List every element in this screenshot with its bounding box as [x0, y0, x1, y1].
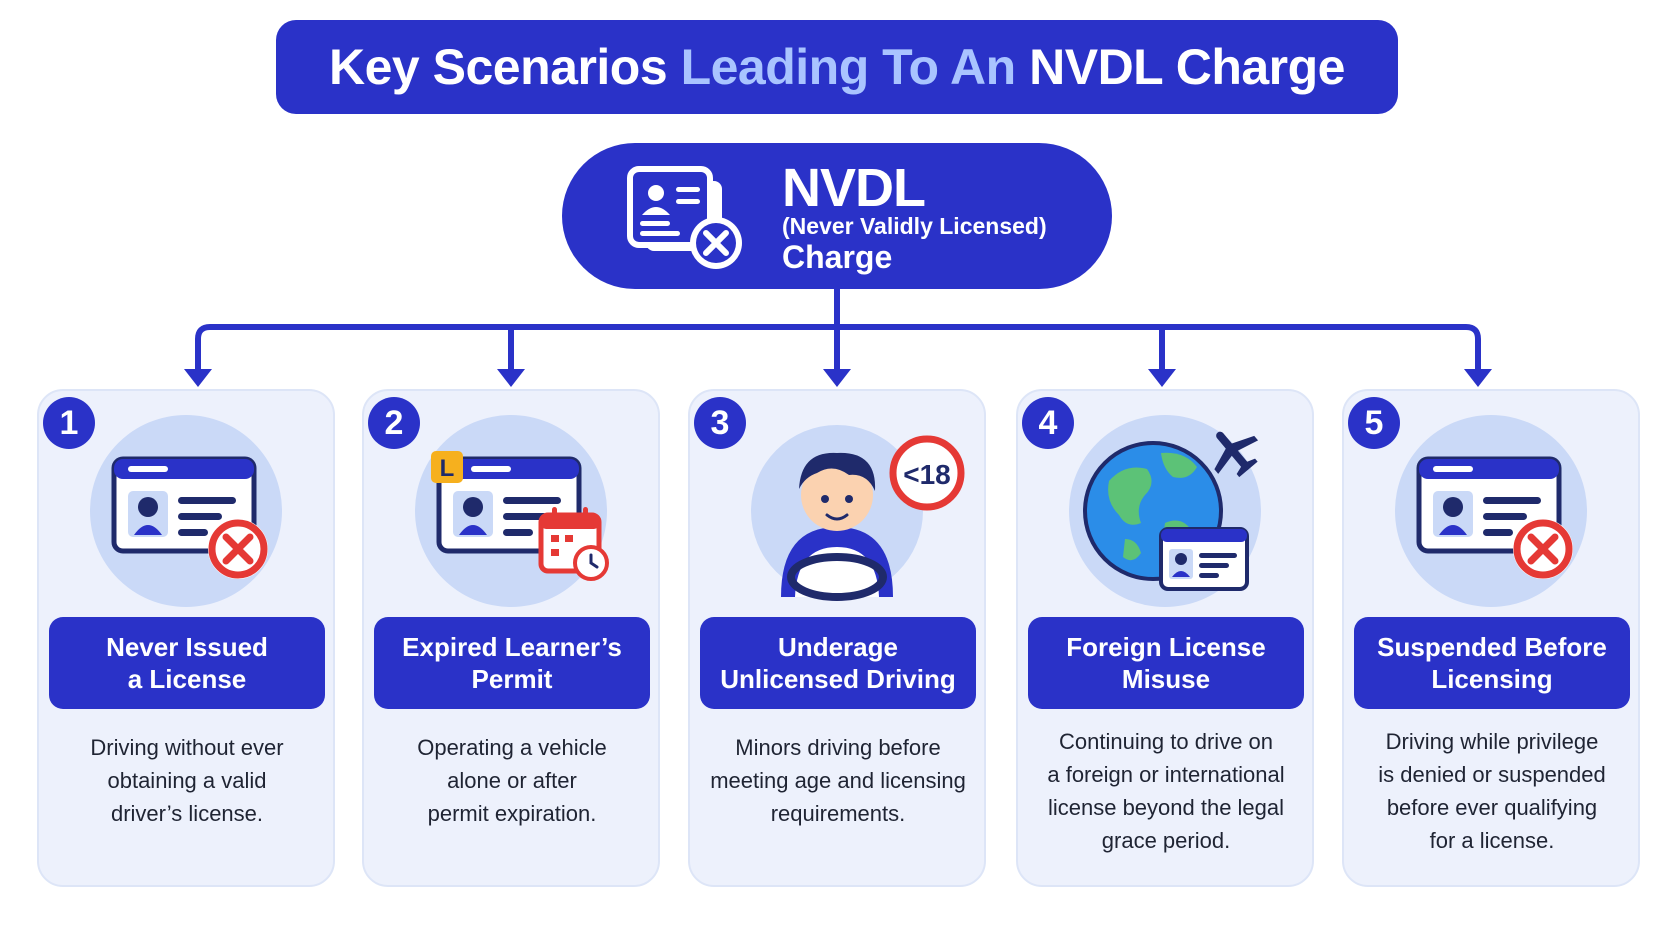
scenario-number: 3: [694, 397, 746, 449]
label-line-2: a License: [127, 664, 247, 694]
desc-line: for a license.: [1429, 828, 1555, 853]
arrow-2: [497, 369, 525, 387]
title-part-1: Key Scenarios: [329, 39, 668, 95]
branch-bar: [195, 324, 1481, 377]
scenario-description: Operating a vehicle alone or after permi…: [374, 731, 650, 830]
scenario-number: 4: [1022, 397, 1074, 449]
scenario-description: Continuing to drive on a foreign or inte…: [1028, 725, 1304, 857]
hub-charge: Charge: [782, 239, 893, 275]
hub-title: NVDL: [782, 158, 926, 218]
scenario-description: Driving without ever obtaining a valid d…: [49, 731, 325, 830]
desc-line: meeting age and licensing: [710, 768, 966, 793]
steering-wheel: [787, 553, 887, 601]
id-card-cross-icon: [1395, 415, 1587, 607]
label-line-1: Underage: [778, 632, 898, 662]
airplane-icon: [1214, 431, 1259, 478]
nvdl-hub: NVDL (Never Validly Licensed) Charge: [562, 143, 1112, 289]
arrow-5: [1464, 369, 1492, 387]
label-line-1: Never Issued: [106, 632, 268, 662]
scenario-description: Minors driving before meeting age and li…: [700, 731, 976, 830]
scenario-card-5: 5 Suspended Before Licensing Driving whi…: [1342, 389, 1640, 887]
age-badge: <18: [903, 459, 951, 490]
desc-line: Driving without ever: [90, 735, 284, 760]
label-line-2: Licensing: [1431, 664, 1553, 694]
title-part-2: Leading To An: [680, 39, 1017, 95]
age-sign: [889, 435, 965, 511]
scenario-label: Expired Learner’s Permit: [374, 617, 650, 709]
label-line-2: Misuse: [1121, 664, 1211, 694]
arrow-4: [1148, 369, 1176, 387]
scenario-number: 1: [43, 397, 95, 449]
desc-line: Driving while privilege: [1385, 729, 1599, 754]
scenario-description: Driving while privilege is denied or sus…: [1354, 725, 1630, 857]
desc-line: grace period.: [1101, 828, 1231, 853]
arrow-1: [184, 369, 212, 387]
learner-permit-calendar-icon: L: [415, 415, 609, 607]
scenario-card-1: 1 Never Issued a License Driving without…: [37, 389, 335, 887]
label-line-1: Expired Learner’s: [402, 632, 622, 662]
scenario-label: Underage Unlicensed Driving: [700, 617, 976, 709]
underage-driver-icon: <18: [751, 425, 965, 601]
desc-line: Continuing to drive on: [1058, 729, 1274, 754]
scenario-card-4: 4 Foreign License Misuse Continuing to d…: [1016, 389, 1314, 887]
face: [801, 459, 873, 531]
scenario-label: Foreign License Misuse: [1028, 617, 1304, 709]
desc-line: before ever qualifying: [1386, 795, 1598, 820]
learner-badge-bg: [431, 451, 463, 483]
desc-line: obtaining a valid: [107, 768, 267, 793]
title-part-3: NVDL Charge: [1029, 39, 1345, 95]
scenario-number: 5: [1348, 397, 1400, 449]
scenario-label: Suspended Before Licensing: [1354, 617, 1630, 709]
desc-line: alone or after: [447, 768, 577, 793]
scenario-number: 2: [368, 397, 420, 449]
page-title: Key Scenarios Leading To An NVDL Charge: [276, 20, 1398, 114]
desc-line: permit expiration.: [427, 801, 597, 826]
scenario-card-3: 3 <18 Underage Unlicensed Driving Minors…: [688, 389, 986, 887]
id-card-cross-icon: [90, 415, 282, 607]
hub-subtitle: (Never Validly Licensed): [782, 213, 1047, 239]
label-line-1: Suspended Before: [1377, 632, 1607, 662]
learner-badge: L: [440, 455, 455, 482]
desc-line: is denied or suspended: [1378, 762, 1606, 787]
label-line-2: Unlicensed Driving: [720, 664, 956, 694]
desc-line: a foreign or international: [1047, 762, 1285, 787]
desc-line: Operating a vehicle: [417, 735, 607, 760]
scenario-label: Never Issued a License: [49, 617, 325, 709]
desc-line: Minors driving before: [735, 735, 941, 760]
desc-line: requirements.: [770, 801, 906, 826]
label-line-1: Foreign License: [1066, 632, 1266, 662]
hair: [799, 452, 876, 491]
desc-line: driver’s license.: [110, 801, 264, 826]
arrow-3: [823, 369, 851, 387]
license-denied-icon: [627, 166, 742, 269]
label-line-2: Permit: [471, 664, 553, 694]
desc-line: license beyond the legal: [1047, 795, 1285, 820]
globe-airplane-icon: [1069, 415, 1261, 607]
scenario-card-2: 2 L Expired Learner’s Permit Operating a…: [362, 389, 660, 887]
